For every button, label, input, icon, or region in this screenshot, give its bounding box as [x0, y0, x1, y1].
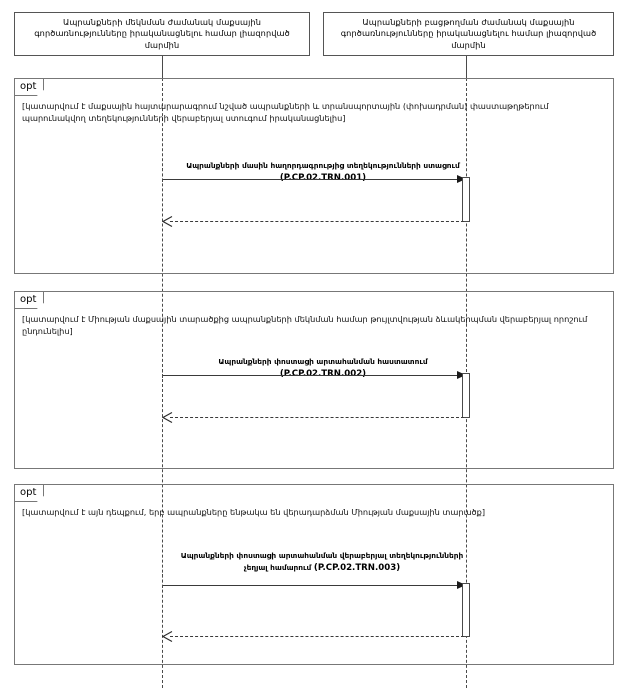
- diagram-caption: [0, 686, 628, 693]
- message-1-text: Ապրանքների մասին հաղորդագրությից տեղեկու…: [186, 161, 460, 170]
- lifeline-registration-body-segment-2: [162, 364, 163, 378]
- message-2-return-line: [170, 417, 464, 418]
- message-1-code: (P.CP.02.TRN.001): [279, 172, 367, 183]
- message-1-call-line: [162, 179, 457, 180]
- opt-fragment-3: opt: [14, 484, 614, 665]
- lifeline-registration-body-head: [162, 56, 163, 78]
- message-1-return-line: [170, 221, 464, 222]
- message-1-label: Ապրանքների մասին հաղորդագրությից տեղեկու…: [178, 161, 468, 184]
- fragment-2-guard-condition: [կատարվում է Միության մաքսային տարածքից …: [22, 314, 588, 337]
- activation-bar-3: [462, 583, 470, 637]
- lifeline-registration-body-segment-1: [162, 168, 163, 182]
- message-2-arrowhead-icon: [457, 370, 466, 379]
- message-3-return-arrowhead-icon: [162, 630, 173, 642]
- message-1-return-arrowhead-icon: [162, 215, 173, 227]
- message-3-arrowhead-icon: [457, 580, 466, 589]
- message-3-label: Ապրանքների փոստացի արտահանման վերաբերյալ…: [172, 551, 472, 574]
- fragment-operator-label: opt: [15, 485, 45, 502]
- participant-label: Ապրանքների մեկնման ժամանակ մաքսային գործ…: [34, 16, 290, 50]
- activation-bar-1: [462, 177, 470, 222]
- message-2-call-line: [162, 375, 457, 376]
- message-1-arrowhead-icon: [457, 174, 466, 183]
- message-2-return-arrowhead-icon: [162, 411, 173, 423]
- message-2-code: (P.CP.02.TRN.002): [279, 368, 367, 379]
- lifeline-registration-body: [162, 78, 163, 688]
- message-3-text: Ապրանքների փոստացի արտահանման վերաբերյալ…: [180, 551, 464, 572]
- lifeline-release-body-head: [466, 56, 467, 78]
- participant-label: Ապրանքների բացթողման ժամանակ մաքսային գո…: [340, 16, 597, 50]
- activation-bar-2: [462, 373, 470, 418]
- fragment-operator-label: opt: [15, 292, 45, 309]
- message-3-code: (P.CP.02.TRN.003): [313, 562, 401, 573]
- fragment-1-guard-condition: [կատարվում է մաքսային հայտարարագրում նշվ…: [22, 101, 549, 124]
- message-3-call-line: [162, 585, 457, 586]
- fragment-3-guard-condition: [կատարվում է այն դեպքում, երբ ապրանքները…: [22, 507, 486, 517]
- message-2-text: Ապրանքների փոստացի արտահանման հաստատում: [218, 357, 428, 366]
- opt-fragment-2: opt: [14, 291, 614, 469]
- lifeline-registration-body-segment-3: [162, 574, 163, 588]
- message-3-return-line: [170, 636, 464, 637]
- opt-fragment-1: opt: [14, 78, 614, 274]
- participant-box-registration-body: Ապրանքների մեկնման ժամանակ մաքսային գործ…: [14, 12, 310, 56]
- participant-box-release-body: Ապրանքների բացթողման ժամանակ մաքսային գո…: [323, 12, 614, 56]
- message-2-label: Ապրանքների փոստացի արտահանման հաստատում …: [178, 357, 468, 380]
- fragment-operator-label: opt: [15, 79, 45, 96]
